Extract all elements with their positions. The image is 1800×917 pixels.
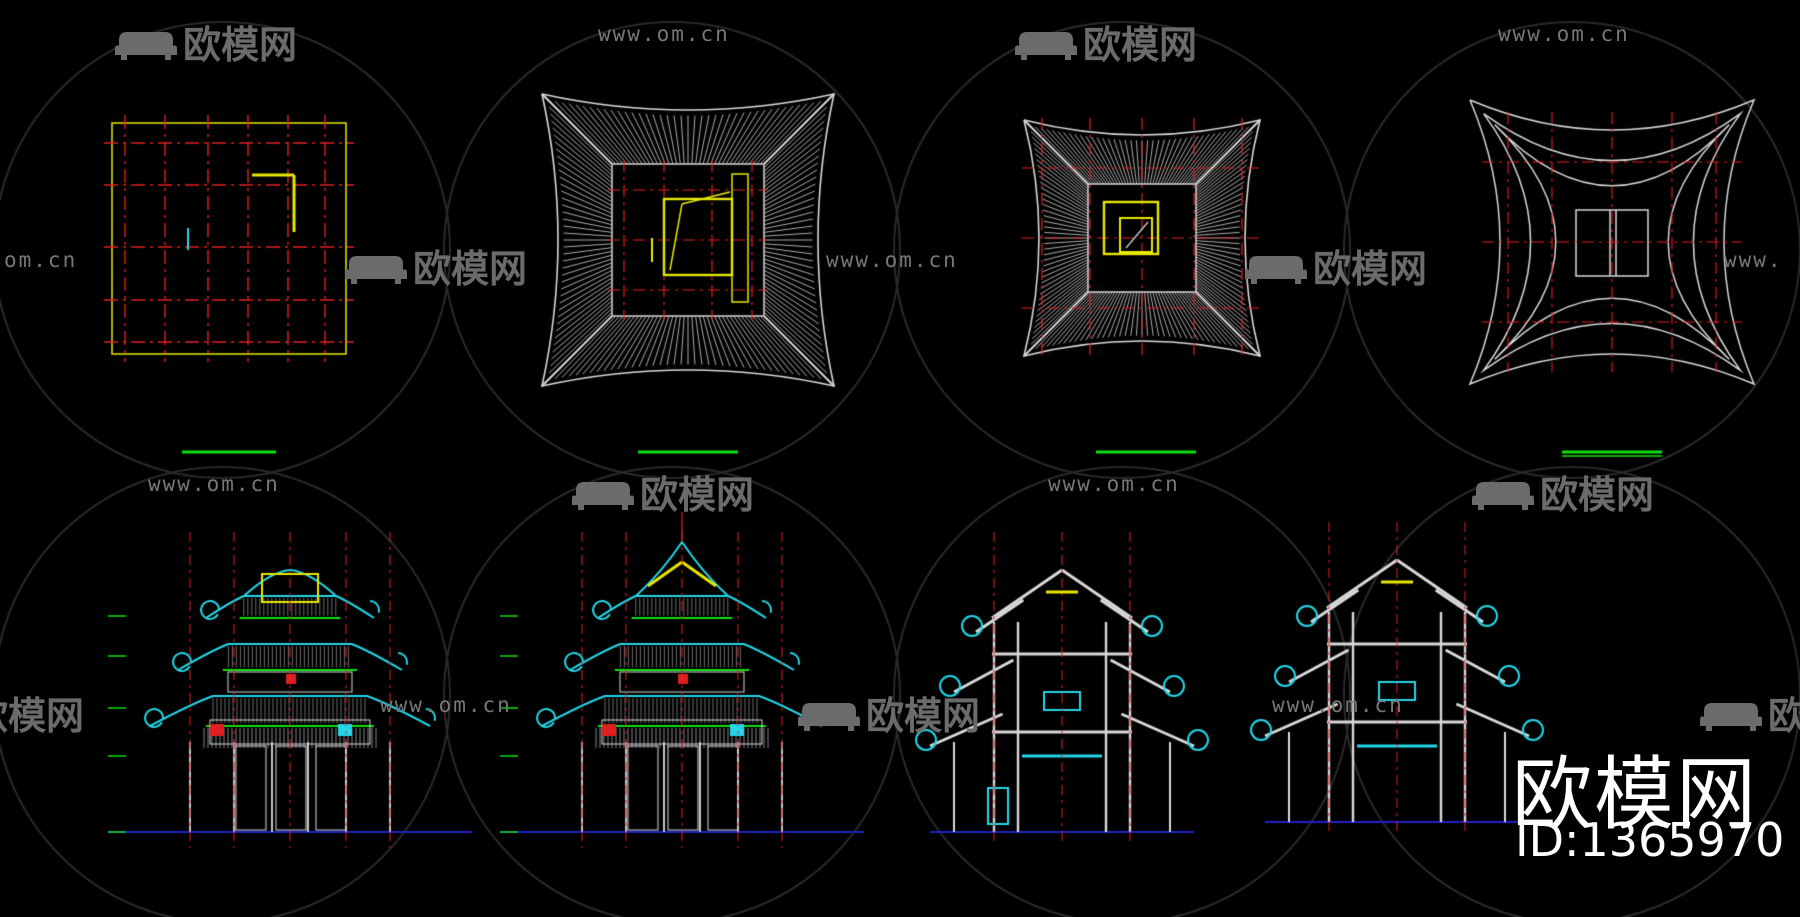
brand-name: 欧模网 [1512,748,1758,841]
watermark-url: www.om.cn [1272,693,1404,717]
sofa-logo-icon [115,25,177,60]
watermark-logo-partial: 欧模网 [0,694,85,738]
watermark-url: www.om.cn [148,472,280,496]
watermark-logo: 欧模网 [1245,238,1427,293]
watermark-url-partial: om.cn [4,248,78,272]
sofa-logo-icon [345,249,407,284]
watermark-logo: 欧模网 [1472,464,1654,519]
asset-id: ID:1365970 [1515,813,1785,867]
watermark-logo: 欧模网 [798,685,980,740]
sofa-logo-icon [1472,475,1534,510]
watermark-logo: 欧模网 [572,464,754,519]
sofa-logo-icon [1015,25,1077,60]
watermark-url: www.om.cn [1048,472,1180,496]
watermark-url: www.om.cn [380,693,512,717]
watermark-logo: 欧模网 [115,14,297,69]
watermark-url: www.om.cn [598,22,730,46]
watermark-logo-partial: 欧模网 [1700,685,1800,740]
sofa-logo-icon [1245,249,1307,284]
watermark-logo: 欧模网 [1015,14,1197,69]
sofa-logo-icon [1700,696,1762,731]
watermark-url: www.om.cn [826,248,958,272]
watermark-url: www.om.cn [1498,22,1630,46]
sofa-logo-icon [572,475,634,510]
watermark-url-partial: www. [1724,248,1783,272]
watermark-logo: 欧模网 [345,238,527,293]
sofa-logo-icon [798,696,860,731]
